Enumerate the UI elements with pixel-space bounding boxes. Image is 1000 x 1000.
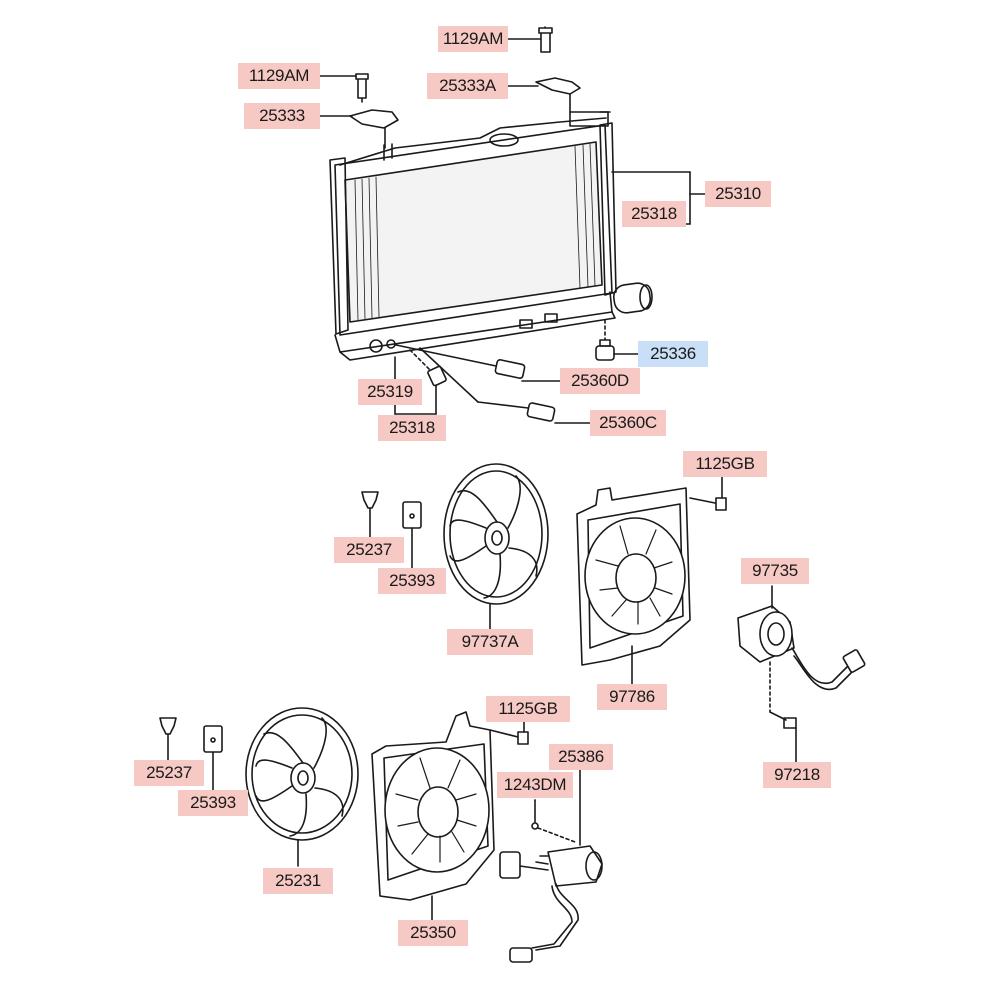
upper-plate-25393 (402, 501, 422, 571)
callout-25231: 25231 (263, 868, 333, 894)
callout-25237-upper: 25237 (334, 537, 404, 563)
callout-25333A: 25333A (427, 73, 508, 99)
callout-25393-upper: 25393 (378, 568, 446, 594)
radiator-leaders (319, 38, 706, 424)
lower-shroud-25350 (371, 711, 495, 921)
callout-25360D: 25360D (560, 368, 640, 394)
drain-and-sensors (395, 319, 615, 422)
callout-97218: 97218 (763, 762, 831, 788)
upper-clip-25237 (361, 491, 379, 541)
upper-shroud-97735 (576, 487, 691, 685)
callout-25360C: 25360C (590, 410, 666, 436)
callout-25318-bottom: 25318 (378, 415, 446, 441)
motor-97786 (737, 585, 866, 763)
callout-97737A: 97737A (447, 629, 533, 655)
callout-1129AM-left: 1129AM (238, 63, 320, 89)
upper-fan-97737A (443, 463, 549, 631)
callout-25350: 25350 (398, 920, 468, 946)
lower-motor-25386 (499, 763, 603, 963)
callout-25393-lower: 25393 (178, 790, 248, 816)
callout-1243DM: 1243DM (497, 772, 573, 798)
callout-1129AM-top: 1129AM (438, 26, 508, 52)
lower-clip-25237 (159, 717, 177, 761)
lower-plate-25393 (203, 725, 223, 791)
callout-97786: 97735 (741, 558, 809, 584)
radiator-assembly (329, 111, 653, 361)
callout-25310: 25310 (705, 181, 771, 207)
callout-25386: 25386 (549, 744, 613, 770)
callout-25318-top: 25318 (622, 201, 686, 227)
upper-bolt-1125GB (689, 475, 727, 511)
callout-25333: 25333 (244, 103, 320, 129)
lower-fan-25231 (245, 707, 359, 867)
callout-25237-lower: 25237 (134, 760, 204, 786)
callout-97735: 97786 (597, 684, 667, 710)
callout-1125GB-lower: 1125GB (486, 696, 570, 722)
callout-25319: 25319 (358, 379, 422, 405)
callout-25336: 25336 (638, 341, 708, 367)
callout-1125GB-upper: 1125GB (683, 451, 767, 477)
